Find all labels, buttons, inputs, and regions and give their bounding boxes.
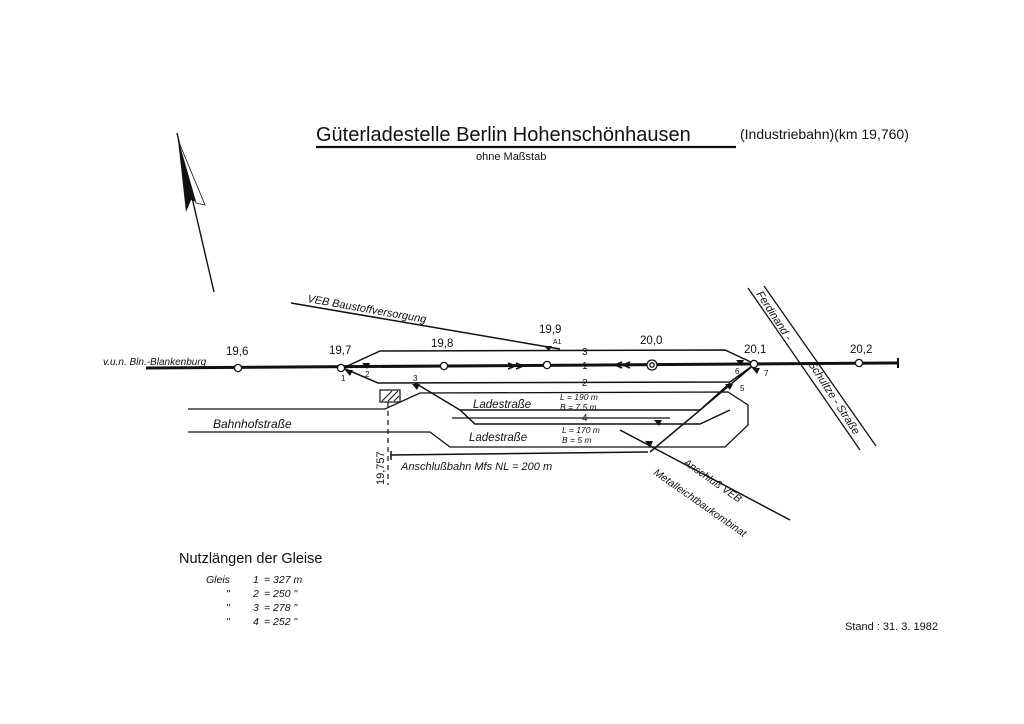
nutz-row-1-value: = 327 m — [264, 574, 302, 586]
nutz-row-3-value: = 278 " — [264, 602, 298, 614]
switch-number-2: 2 — [365, 370, 370, 379]
km-label-a1: A1 — [553, 339, 562, 346]
nutzlaengen-heading: Nutzlängen der Gleise — [179, 551, 322, 567]
km-label-197: 19,7 — [329, 345, 351, 357]
nutz-row-2-value: = 250 " — [264, 588, 298, 600]
km-point-197 — [336, 363, 346, 373]
km-point-196 — [233, 363, 243, 373]
nutz-row-1-num: 1 — [253, 574, 259, 586]
diagram-title-suffix: (Industriebahn)(km 19,760) — [740, 126, 909, 142]
switch-2-icon — [362, 363, 370, 369]
km-label-198: 19,8 — [431, 338, 453, 350]
ladestrasse-1-name: Ladestraße — [473, 399, 531, 411]
km-point-200-inner — [649, 362, 655, 368]
building-hatch — [381, 390, 400, 402]
nutz-row-1-label: Gleis — [206, 574, 231, 586]
ladestrasse-1-outline — [459, 409, 731, 425]
ferdinand-label: Ferdinand - — [753, 289, 794, 343]
km-point-201 — [749, 359, 759, 369]
km-point-202 — [854, 358, 864, 368]
arrow-left-icon — [620, 361, 631, 369]
direction-arrows — [507, 361, 631, 370]
switch-number-7: 7 — [764, 369, 769, 378]
track-number-1: 1 — [582, 361, 588, 372]
bahnhofstrasse-label: Bahnhofstraße — [213, 417, 292, 431]
track-number-3: 3 — [582, 347, 588, 358]
switch-markers — [345, 346, 760, 448]
km-label-199: 19,9 — [539, 324, 561, 336]
ladestrasse-2-width: B = 5 m — [562, 435, 592, 445]
switch-number-5: 5 — [740, 384, 745, 393]
km-points — [233, 358, 864, 373]
diagram-subtitle: ohne Maßstab — [476, 151, 546, 163]
anschlussbahn-label: Anschlußbahn Mfs NL = 200 m — [400, 461, 552, 473]
switch-number-1: 1 — [341, 374, 346, 383]
diagram-title: Güterladestelle Berlin Hohenschönhausen — [316, 124, 691, 146]
nutz-row-4-label: " — [226, 616, 231, 628]
ladestrasse-2-length: L = 170 m — [562, 425, 600, 435]
arrow-right-icon — [515, 362, 526, 370]
nutz-row-3-label: " — [226, 602, 231, 614]
bahnhofstrasse-road — [188, 391, 749, 448]
nutz-row-2-num: 2 — [252, 588, 259, 600]
switch-ladestrasse-icon — [654, 420, 662, 426]
switch-5-icon — [725, 384, 733, 390]
building-icon — [379, 389, 401, 403]
switch-6-icon — [736, 360, 744, 366]
schultze-strasse-label: Schultze - Straße — [805, 359, 861, 437]
km-point-199 — [542, 360, 552, 370]
km-label-19757: 19,757 — [375, 451, 387, 485]
ladestrasse-2-name: Ladestraße — [469, 432, 527, 444]
switch-number-3: 3 — [413, 374, 418, 383]
switch-1-icon — [345, 370, 353, 376]
ladestrasse-1-length: L = 190 m — [560, 392, 598, 402]
km-label-200: 20,0 — [640, 335, 662, 347]
stand-date: Stand : 31. 3. 1982 — [845, 621, 938, 633]
nutz-row-4-num: 4 — [253, 616, 259, 628]
connecting-track — [649, 363, 756, 453]
track-number-2: 2 — [582, 378, 588, 389]
km-label-201: 20,1 — [744, 344, 766, 356]
track-3 — [342, 349, 756, 369]
track-4-upper — [414, 382, 731, 411]
arrow-right-icon — [507, 362, 518, 370]
km-label-202: 20,2 — [850, 344, 872, 356]
ferdinand-strasse-left — [747, 287, 861, 451]
switch-7-icon — [752, 368, 760, 374]
nutz-row-3-num: 3 — [253, 602, 259, 614]
switch-a1-icon — [544, 346, 552, 351]
km-point-198 — [439, 361, 449, 371]
from-blankenburg-label: v.u.n. Bln.-Blankenburg — [103, 357, 207, 368]
ladestrasse-1-width: B = 7,5 m — [560, 402, 597, 412]
arrow-left-icon — [612, 361, 623, 369]
km-label-196: 19,6 — [226, 346, 248, 358]
track-2 — [342, 363, 756, 384]
switch-anschluss-icon — [645, 441, 653, 448]
switch-3-icon — [412, 384, 420, 390]
ferdinand-strasse-right — [763, 285, 877, 447]
track-number-4: 4 — [582, 413, 588, 424]
switch-number-6: 6 — [735, 367, 740, 376]
nutz-row-4-value: = 252 " — [264, 616, 298, 628]
north-arrow-icon — [176, 132, 215, 293]
nutz-row-2-label: " — [226, 588, 231, 600]
veb-baustoff-label: VEB Baustoffversorgung — [306, 293, 428, 326]
veb-baustoff-siding — [290, 302, 561, 350]
anschlussbahn-mfs-track — [390, 451, 649, 456]
nutzlaengen-table: Gleis 1 = 327 m " 2 = 250 " " 3 = 278 " … — [206, 574, 302, 628]
